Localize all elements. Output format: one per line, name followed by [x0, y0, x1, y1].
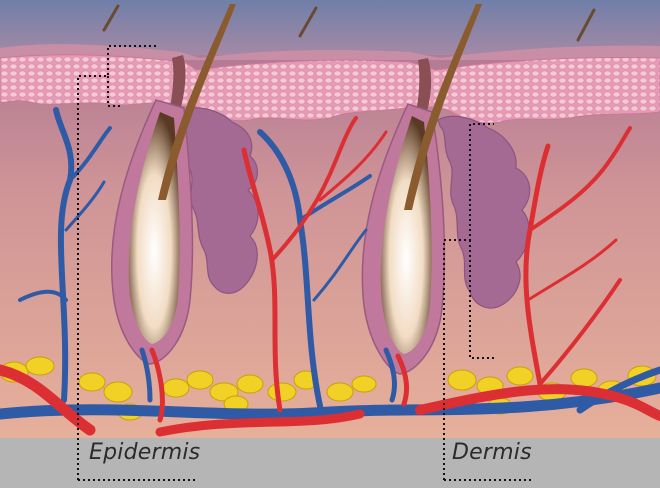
dermis-label: Dermis	[452, 440, 532, 465]
epidermis-label: Epidermis	[89, 440, 200, 465]
